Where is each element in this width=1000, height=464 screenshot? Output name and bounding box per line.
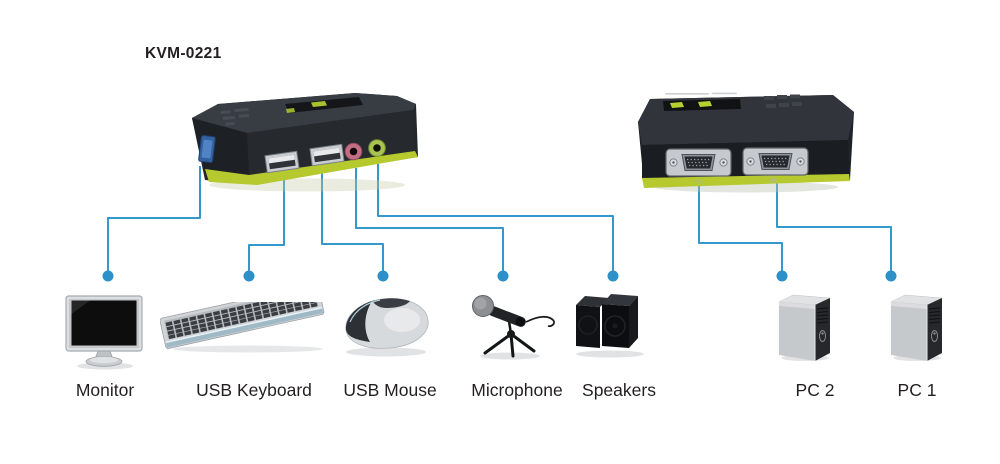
connection-speakers	[377, 160, 614, 274]
top-print	[665, 93, 709, 95]
label-pc-2: PC 2	[795, 380, 835, 400]
green-base-trim	[642, 174, 850, 188]
connection-mic	[355, 168, 504, 274]
label-microphone: Microphone	[471, 380, 563, 400]
label-monitor: Monitor	[75, 380, 135, 400]
speaker-jack-icon	[368, 139, 386, 157]
usb-port-2-icon	[309, 143, 345, 167]
connection-monitor	[107, 166, 201, 274]
led-indicator-1	[698, 101, 712, 107]
label-usb-keyboard: USB Keyboard	[196, 380, 312, 400]
label-pc-1: PC 1	[897, 380, 937, 400]
pc2-tower-icon	[778, 294, 831, 361]
compliance-marks	[764, 94, 802, 108]
connection-keyboard	[248, 170, 285, 274]
mic-jack-icon	[344, 142, 363, 161]
connection-mouse	[321, 170, 384, 274]
pc1-port-label: PC 1	[770, 179, 781, 185]
green-base-trim	[205, 151, 418, 185]
microphone-icon	[472, 295, 555, 360]
pc2-port-label: PC 2	[693, 180, 704, 186]
pc2-vga-port-icon: PC 2	[665, 148, 732, 186]
label-speakers: Speakers	[582, 380, 656, 400]
connector-dots	[102, 270, 897, 282]
kvm-front-device	[192, 93, 418, 192]
monitor-port-icon	[198, 134, 216, 164]
speakers-icon	[576, 294, 644, 358]
label-usb-mouse: USB Mouse	[343, 380, 437, 400]
levelone-logo-emboss	[220, 108, 250, 126]
connection-pc2	[698, 180, 783, 274]
led-indicator-2	[670, 102, 684, 108]
connection-pc1	[776, 182, 892, 274]
select-button-icon	[311, 101, 327, 107]
usb-mouse-icon	[345, 298, 429, 357]
monitor-icon	[65, 295, 143, 370]
kvm-back-device: PC 2 PC 1	[638, 92, 854, 193]
usb-port-1-icon	[264, 150, 300, 174]
pc1-vga-port-icon: PC 1	[742, 147, 809, 185]
usb-keyboard-icon	[160, 302, 325, 353]
page-title: KVM-0221	[145, 45, 222, 62]
pc1-tower-icon	[890, 294, 943, 361]
